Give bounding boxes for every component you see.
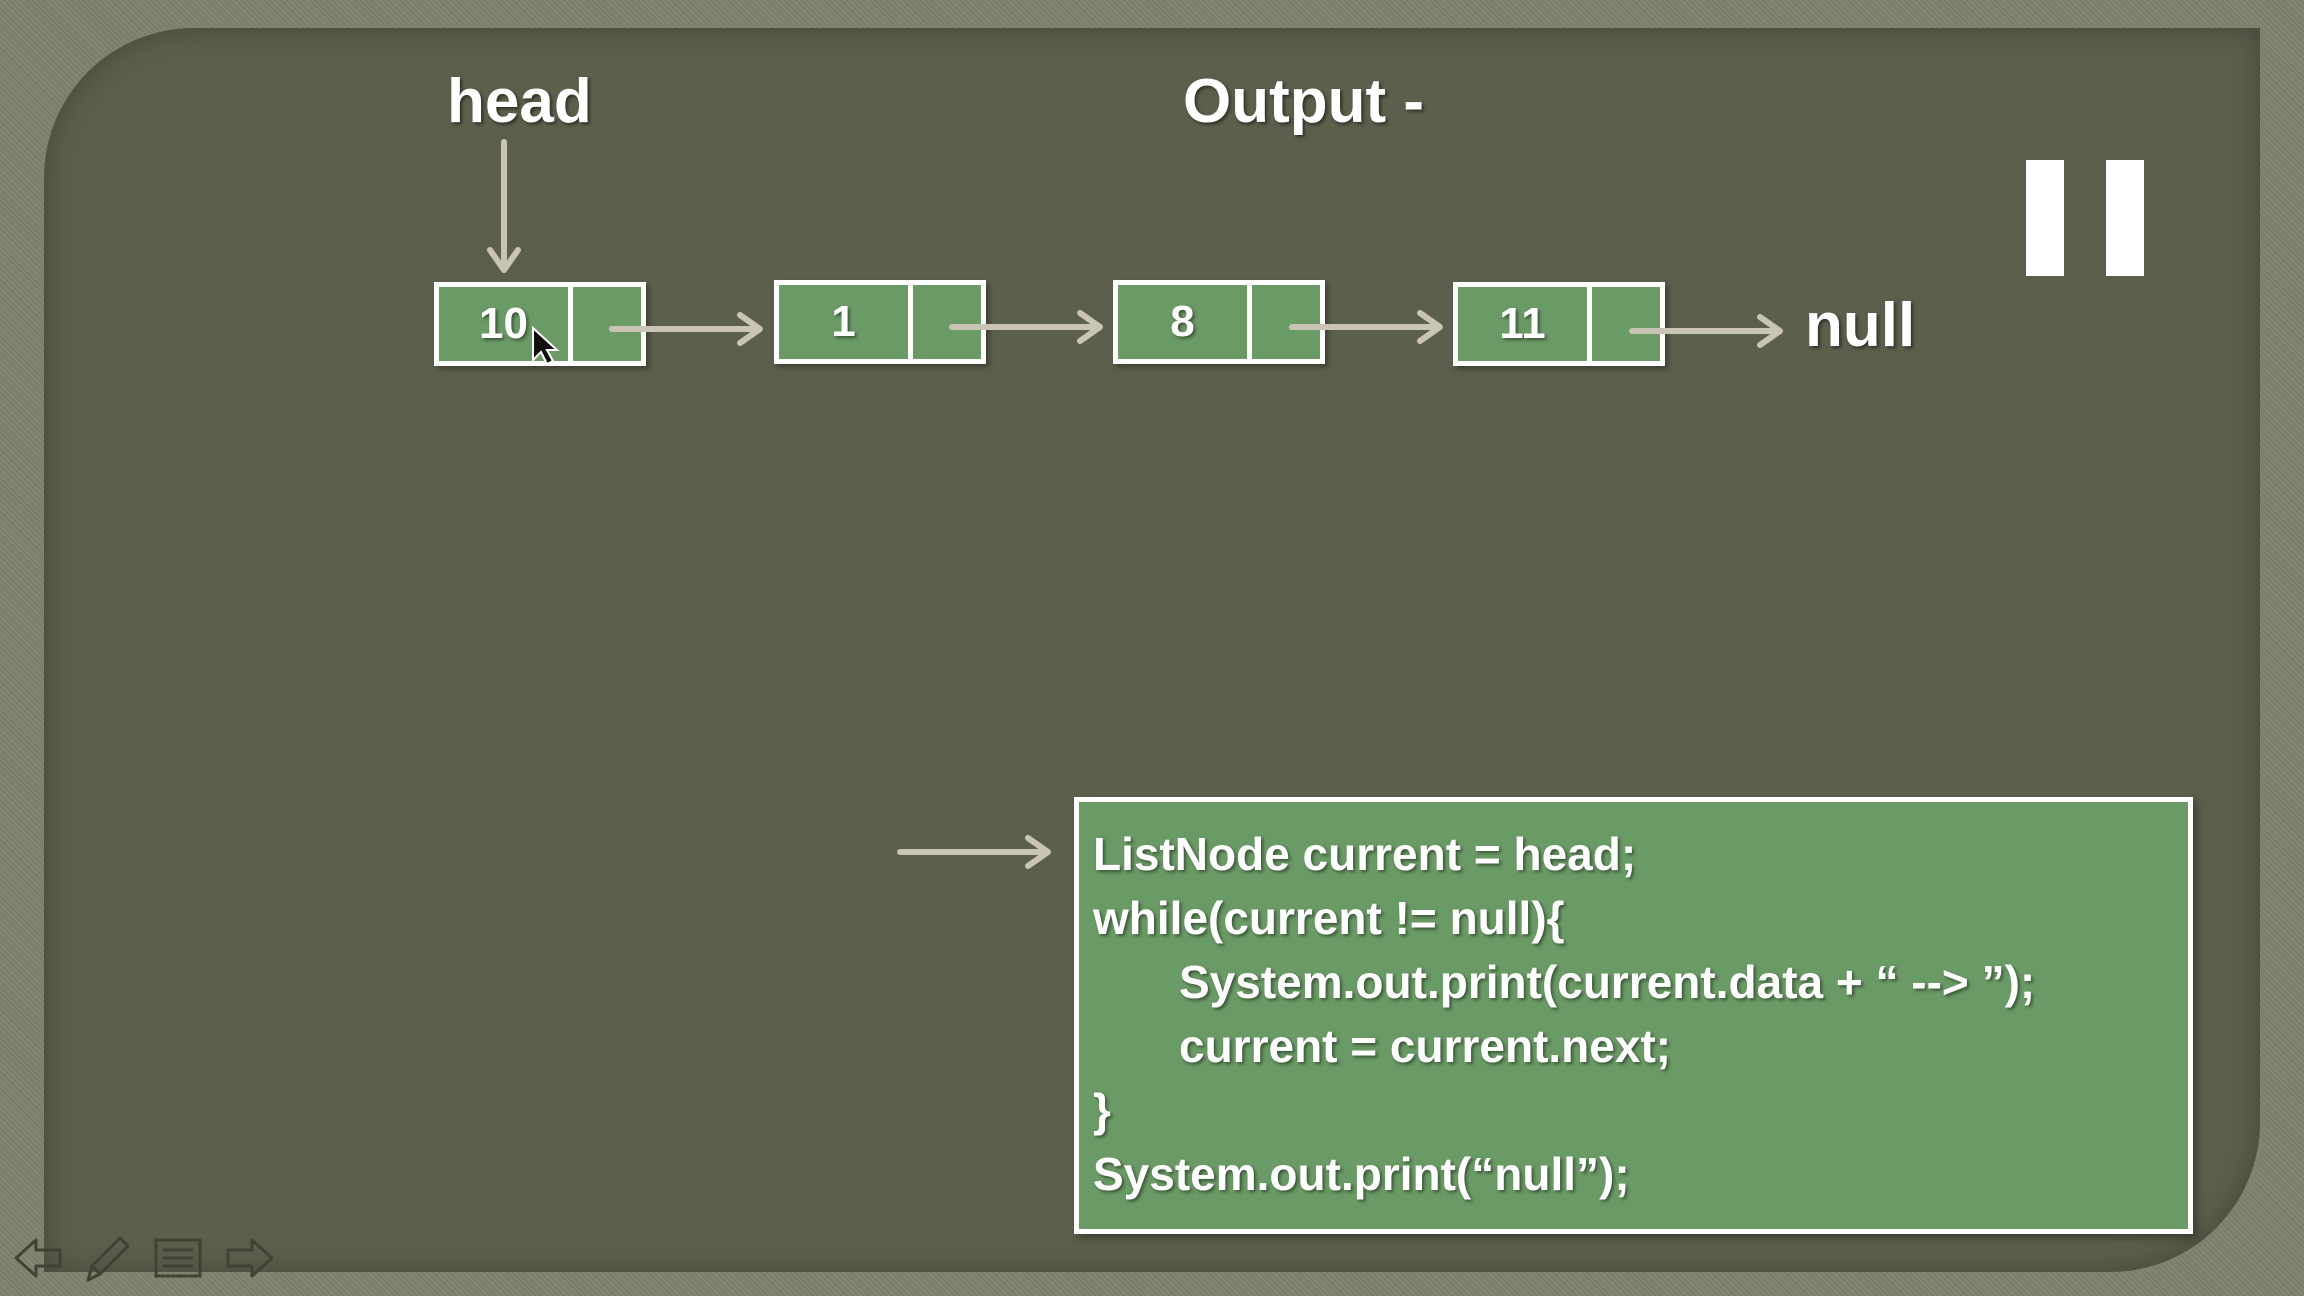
pause-bar-left <box>2026 160 2064 276</box>
slide-menu-icon[interactable] <box>150 1230 206 1286</box>
node-data-value: 1 <box>831 297 856 346</box>
pause-icon[interactable] <box>2026 160 2144 276</box>
previous-slide-icon[interactable] <box>10 1230 66 1286</box>
code-line: } <box>1093 1084 1111 1136</box>
head-pointer-arrow <box>487 139 521 273</box>
node-data-value: 11 <box>1499 299 1546 348</box>
code-line: current = current.next; <box>1179 1020 1672 1072</box>
list-node-4: 11 <box>1453 282 1665 366</box>
next-arrow-to-null <box>1629 314 1783 348</box>
next-slide-icon[interactable] <box>222 1230 278 1286</box>
next-arrow-2 <box>949 310 1103 344</box>
mouse-cursor-icon <box>532 325 560 366</box>
head-label: head <box>447 67 592 136</box>
list-node-3: 8 <box>1113 280 1325 364</box>
pen-icon[interactable] <box>78 1230 134 1286</box>
node-data-value: 10 <box>479 299 528 348</box>
pause-bar-right <box>2106 160 2144 276</box>
next-arrow-3 <box>1289 310 1443 344</box>
list-node-1: 10 <box>434 282 646 366</box>
code-snippet-box: ListNode current = head; while(current !… <box>1074 797 2193 1234</box>
code-line: System.out.print(current.data + “ --> ”)… <box>1179 956 2036 1008</box>
node-divider <box>568 287 573 361</box>
code-pointer-arrow <box>897 835 1051 869</box>
list-node-2: 1 <box>774 280 986 364</box>
node-divider <box>1587 287 1592 361</box>
code-line: System.out.print(“null”); <box>1093 1148 1630 1200</box>
node-data-value: 8 <box>1170 297 1195 346</box>
code-line: ListNode current = head; <box>1093 828 1637 880</box>
next-arrow-1 <box>609 312 763 346</box>
output-label: Output - <box>1183 67 1425 136</box>
null-label: null <box>1805 291 1916 360</box>
node-divider <box>1247 285 1252 359</box>
code-line: while(current != null){ <box>1093 892 1565 944</box>
node-divider <box>908 285 913 359</box>
